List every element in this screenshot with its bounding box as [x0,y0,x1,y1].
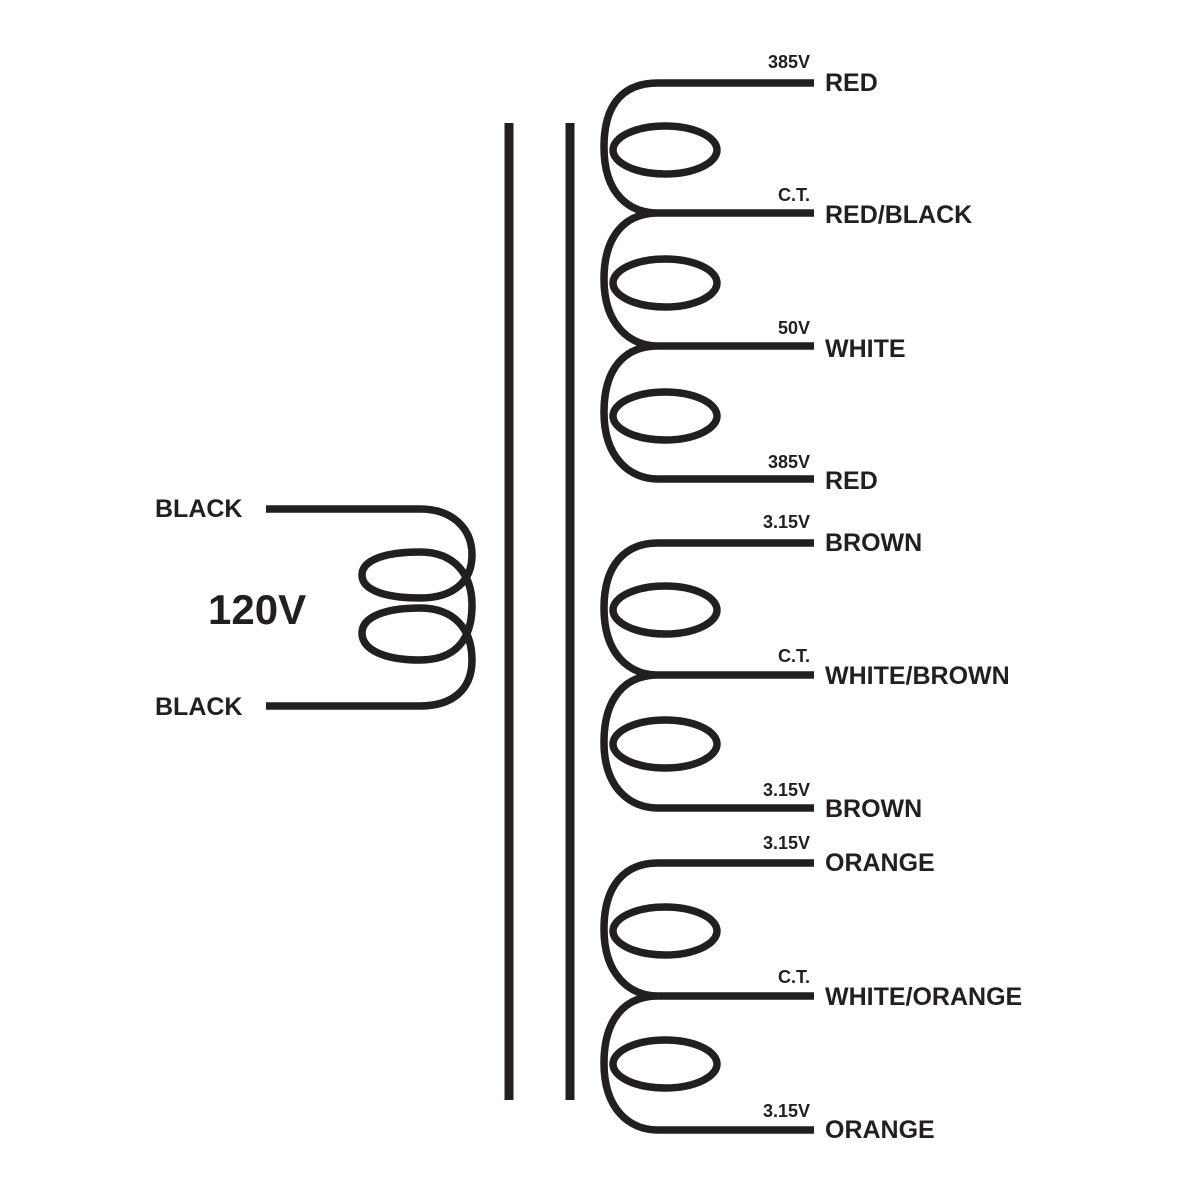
tap-voltage-label: C.T. [778,185,810,205]
tap-voltage-label: 50V [778,318,810,338]
tap-color-label: WHITE [825,335,906,363]
tap-color-label: BROWN [825,795,922,823]
tap-voltage-label: 3.15V [763,833,810,853]
tap-voltage-label: 3.15V [763,1101,810,1121]
secondary-hv-loop-1 [609,122,721,178]
tap-color-label: WHITE/BROWN [825,662,1010,690]
primary-lead-top-label: BLACK [155,495,243,523]
tap-color-label: RED/BLACK [825,201,972,229]
secondary-winding-brown [600,539,814,812]
secondary-brown-loop-1 [609,582,721,638]
tap-color-label: BROWN [825,529,922,557]
primary-lead-bottom-label: BLACK [155,693,243,721]
tap-voltage-label: 385V [768,452,810,472]
tap-voltage-label: C.T. [778,967,810,987]
tap-voltage-label: 3.15V [763,780,810,800]
primary-winding [266,505,476,710]
tap-voltage-label: C.T. [778,646,810,666]
tap-voltage-label: 385V [768,52,810,72]
secondary-hv-loop-2 [609,255,721,311]
secondary-orange-loop-2 [609,1036,721,1092]
tap-color-label: ORANGE [825,1116,935,1144]
primary-voltage-label: 120V [208,586,306,633]
tap-color-label: RED [825,467,878,495]
secondary-hv-loop-3 [609,388,721,444]
secondary-orange-loop-1 [609,903,721,959]
secondary-brown-loop-2 [609,716,721,772]
tap-color-label: RED [825,69,878,97]
tap-color-label: ORANGE [825,849,935,877]
secondary-winding-hv [600,79,814,483]
tap-color-label: WHITE/ORANGE [825,983,1022,1011]
secondary-winding-orange [600,859,814,1134]
tap-voltage-label: 3.15V [763,512,810,532]
